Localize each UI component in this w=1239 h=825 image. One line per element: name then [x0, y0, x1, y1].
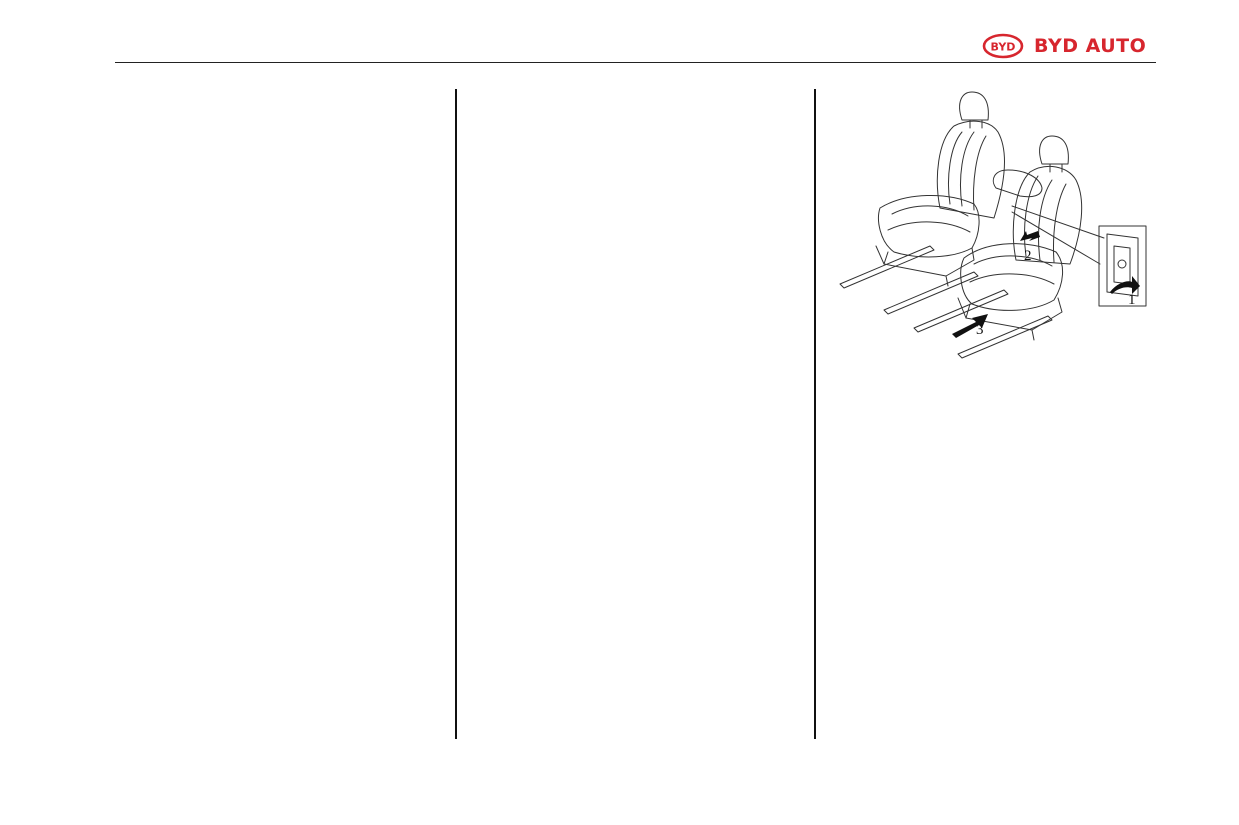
- seat-illustration: 2 3 1: [839, 91, 1147, 359]
- brand-name: BYD AUTO: [1034, 35, 1147, 57]
- front-headrest: [1039, 135, 1069, 165]
- arrow-3-icon: [952, 314, 988, 338]
- front-armrest: [992, 169, 1043, 198]
- seat-rail: [839, 245, 935, 289]
- header-rule: [115, 62, 1156, 63]
- rear-backrest: [936, 120, 1005, 219]
- byd-logo-icon: BYD: [982, 33, 1024, 59]
- callout-1: 1: [1128, 292, 1136, 308]
- column-divider-left: [455, 89, 457, 739]
- svg-text:BYD: BYD: [991, 41, 1016, 54]
- seat-rail: [883, 271, 979, 315]
- front-backrest: [1012, 165, 1083, 265]
- callout-3: 3: [976, 322, 984, 338]
- brand-header: BYD BYD AUTO: [982, 32, 1146, 60]
- inset-box: [1098, 225, 1147, 307]
- rear-headrest: [959, 91, 989, 121]
- front-cushion: [960, 243, 1063, 311]
- arrow-1-icon: [1110, 276, 1140, 294]
- seat-rail: [913, 289, 1009, 333]
- seat-adjustment-figure: 2 3 1: [836, 88, 1156, 366]
- column-divider-right: [814, 89, 816, 739]
- arrow-2-icon: [1020, 231, 1040, 241]
- seat-rail: [957, 315, 1053, 359]
- callout-2: 2: [1024, 248, 1032, 264]
- rear-cushion: [878, 194, 980, 258]
